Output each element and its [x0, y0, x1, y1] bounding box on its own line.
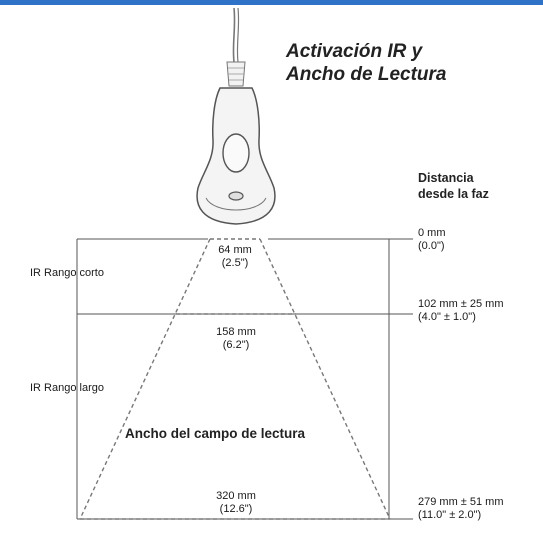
- range-label-long: IR Rango largo: [30, 382, 104, 394]
- top-accent-bar: [0, 0, 543, 5]
- range-label-short: IR Rango corto: [30, 267, 104, 279]
- field-edge-right: [259, 238, 391, 520]
- scanner-cable: [232, 7, 236, 63]
- distance-label-279: 279 mm ± 51 mm (11.0" ± 2.0"): [418, 496, 504, 521]
- width-label-158: 158 mm (6.2"): [216, 326, 256, 351]
- width-label-64: 64 mm (2.5"): [218, 244, 252, 269]
- distance-label-102: 102 mm ± 25 mm (4.0" ± 1.0"): [418, 298, 504, 323]
- field-width-label: Ancho del campo de lectura: [125, 426, 306, 441]
- scanner-window: [222, 133, 250, 173]
- distance-header-line-2: desde la faz: [418, 187, 489, 201]
- distance-label-0: 0 mm (0.0"): [418, 227, 446, 252]
- width-label-320: 320 mm (12.6"): [216, 490, 256, 515]
- diagram-title: Activación IR y Ancho de Lectura: [286, 40, 446, 86]
- field-edge-left: [79, 238, 211, 520]
- title-line-1: Activación IR y: [286, 41, 423, 62]
- title-line-2: Ancho de Lectura: [286, 64, 447, 85]
- distance-header: Distancia desde la faz: [418, 170, 489, 202]
- distance-header-line-1: Distancia: [418, 171, 474, 185]
- scanner-trigger: [228, 191, 244, 201]
